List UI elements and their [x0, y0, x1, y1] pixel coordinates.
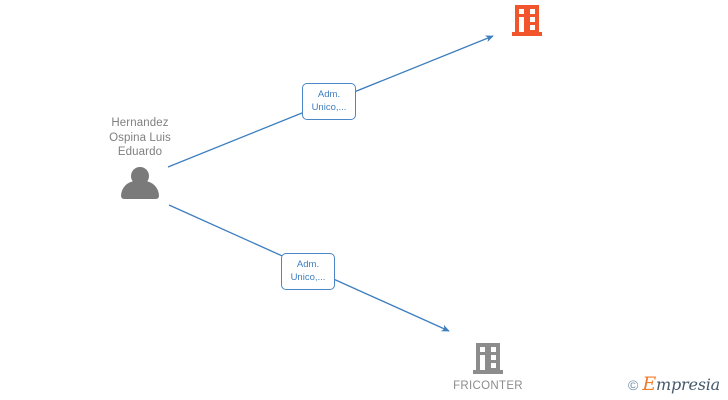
watermark: © Empresia: [628, 375, 720, 394]
company-bottom-name-label: FRICONTER: [453, 380, 523, 392]
node-company-top[interactable]: [467, 5, 587, 41]
building-icon-base: [473, 370, 503, 374]
building-icon[interactable]: [512, 5, 542, 36]
building-icon-door: [519, 22, 524, 32]
edge-label-adm-unico-top[interactable]: Adm. Unico,...: [302, 83, 356, 120]
building-icon-window: [480, 347, 485, 352]
building-icon-window: [530, 17, 535, 22]
building-icon[interactable]: [473, 343, 503, 374]
person-icon-head: [131, 166, 149, 185]
building-icon-door: [480, 360, 485, 370]
building-icon-window: [519, 9, 524, 14]
building-icon-base: [512, 32, 542, 36]
node-company-bottom[interactable]: FRICONTER: [428, 343, 548, 393]
building-icon-window: [491, 347, 496, 352]
empresia-logo-initial: E: [642, 373, 656, 395]
building-icon-window: [491, 355, 496, 360]
building-icon-window: [491, 363, 496, 368]
person-icon-body: [121, 180, 159, 199]
building-icon-window: [530, 25, 535, 30]
edge-label-adm-unico-bottom[interactable]: Adm. Unico,...: [281, 253, 335, 290]
empresia-logo: Empresia: [642, 375, 720, 394]
building-icon-window: [480, 355, 485, 360]
building-icon-window: [530, 9, 535, 14]
copyright-icon: ©: [628, 376, 639, 393]
empresia-logo-text: mpresia: [656, 375, 720, 394]
building-icon-window: [519, 17, 524, 22]
node-person[interactable]: Hernandez Ospina Luis Eduardo: [84, 116, 196, 199]
person-name-label: Hernandez Ospina Luis Eduardo: [109, 117, 171, 158]
person-icon[interactable]: [118, 166, 162, 199]
